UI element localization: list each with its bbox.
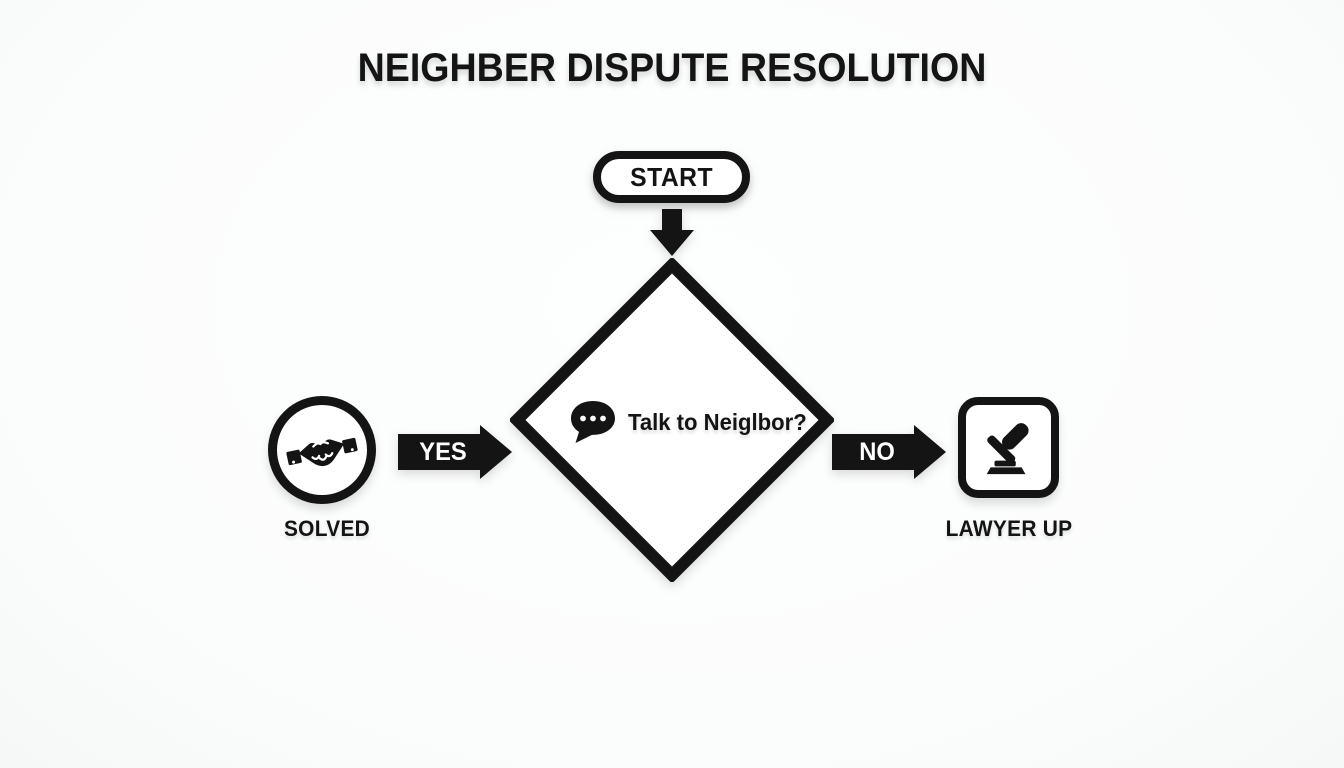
page-title: NEIGHBER DISPUTE RESOLUTION	[357, 46, 987, 90]
yes-arrow: YES	[398, 425, 512, 479]
lawyer-node	[958, 397, 1059, 498]
gavel-icon	[986, 422, 1029, 474]
speech-bubble-icon	[571, 401, 615, 443]
start-node: START	[593, 151, 750, 203]
no-arrow: NO	[832, 425, 946, 479]
handshake-icon	[286, 437, 358, 467]
no-arrow-label: NO	[859, 437, 895, 466]
arrow-down-icon	[650, 209, 694, 256]
yes-arrow-label: YES	[419, 437, 467, 466]
decision-content: Talk to Neiglbor?	[568, 396, 807, 448]
start-label: START	[630, 161, 713, 192]
decision-diamond	[508, 256, 836, 584]
decision-label: Talk to Neiglbor?	[628, 408, 807, 435]
lawyer-label: LAWYER UP	[945, 516, 1073, 541]
solved-label: SOLVED	[283, 516, 371, 541]
solved-node	[268, 396, 376, 504]
